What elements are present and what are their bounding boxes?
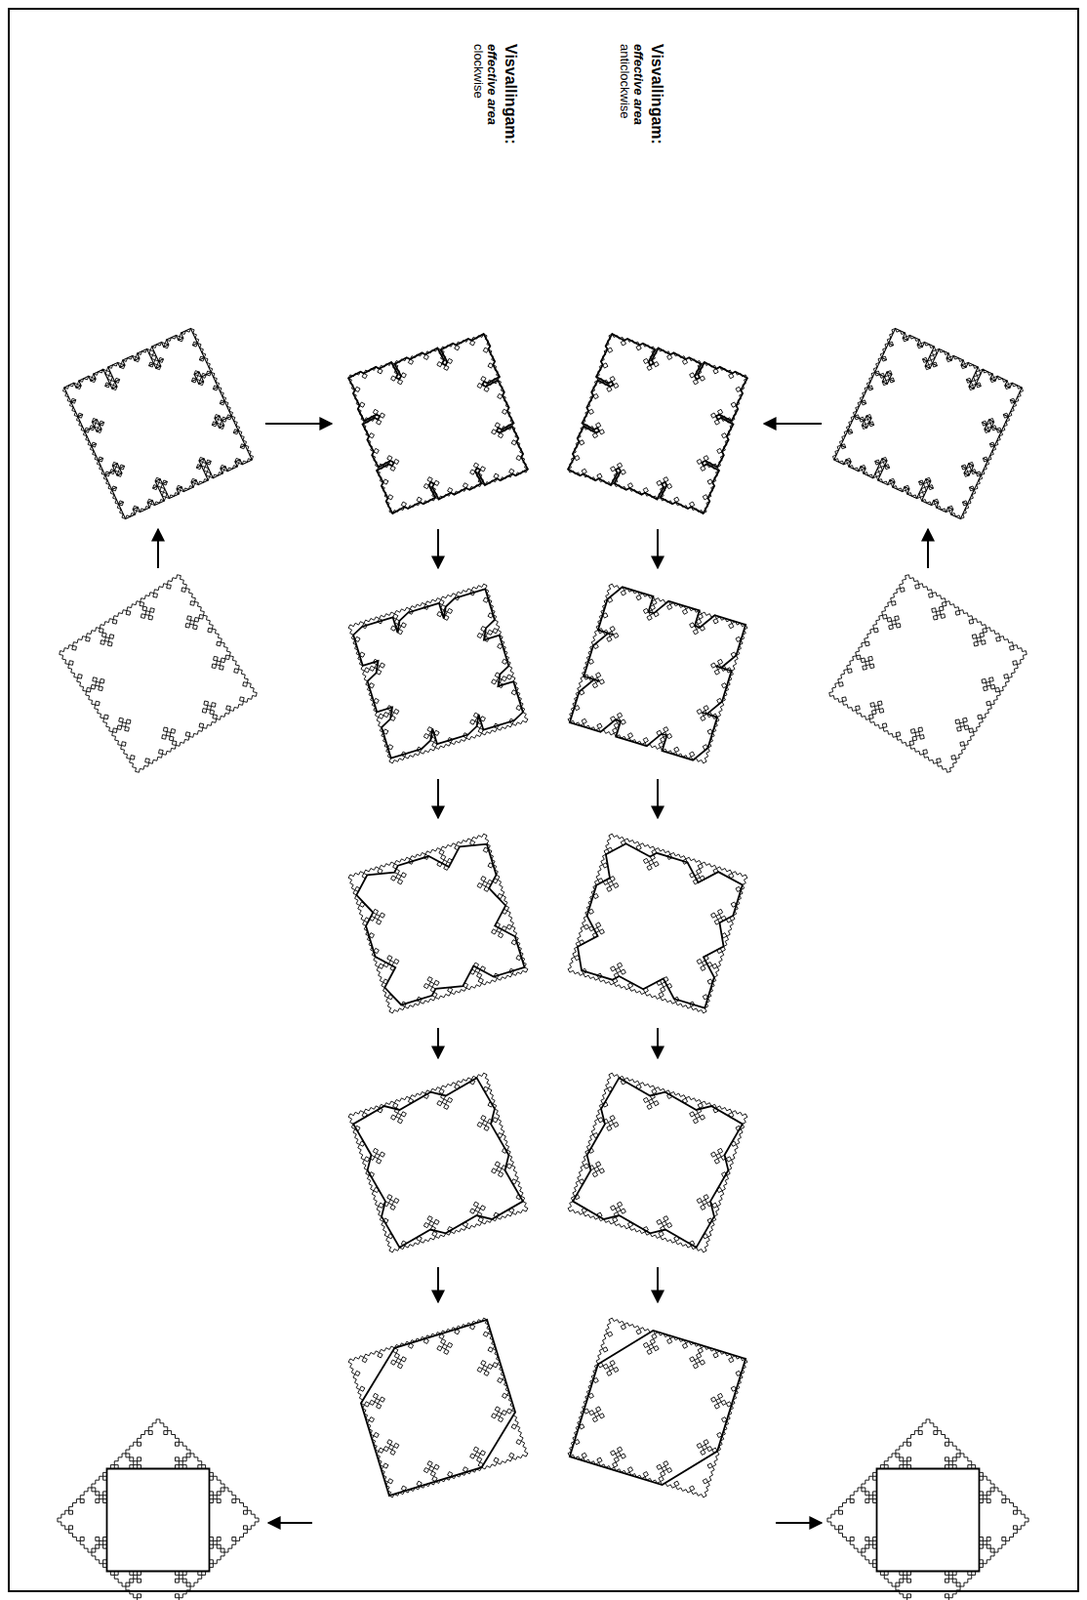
label-holder: Visvallingam: [418,43,520,145]
fractal-outline [62,327,253,519]
fractal-outline [348,1317,528,1497]
simplified-outline [577,843,743,1007]
method-direction: clockwise [471,43,486,99]
fractal-outline [348,583,528,764]
fractal-outline [567,833,748,1013]
simplified-outline [353,1077,524,1248]
simplified-outline [348,333,528,514]
simplified-outline [64,327,252,519]
method-measure: effective area [631,43,646,125]
fractal-outline [348,333,528,514]
step-arrow [656,1027,659,1058]
step-arrow [656,528,659,568]
simplified-outline [567,333,748,514]
fractal-outline [348,1072,528,1252]
step-arrow [265,422,332,425]
fractal-outline [59,574,257,772]
fractal-outline [567,1317,748,1497]
simplified-outline [834,327,1022,519]
fractal-outline [567,333,748,514]
label-holder: Visvallingam: [564,43,666,145]
step-arrow [157,528,160,568]
simplified-outline [356,844,524,1006]
step-arrow [926,528,929,568]
simplified-outline [569,1329,746,1485]
fractal-outline [827,1418,1029,1600]
label-holder: effective area [420,43,502,125]
simplified-outline [877,1468,980,1571]
fractal-outline [57,1418,259,1600]
step-arrow [775,1521,822,1524]
step-arrow [656,778,659,818]
step-arrow [656,1266,659,1302]
simplified-outline [569,586,746,760]
label-holder: clockwise [433,43,488,99]
method-measure: effective area [484,43,500,125]
label-holder: effective area [566,43,648,125]
fractal-outline [348,833,528,1013]
label-holder: anticlockwise [559,43,635,120]
simplified-outline [353,588,524,758]
simplified-outline [107,1468,210,1571]
fractal-outline [567,1072,748,1252]
fractal-outline [567,583,748,764]
frame-border [8,8,1079,1591]
simplified-outline [572,1077,743,1248]
fractal-outline [829,574,1027,772]
step-arrow [437,528,440,568]
method-title: Visvallingam: [648,43,666,145]
fractal-figures [57,327,1029,1600]
step-arrow [437,1027,440,1058]
step-arrow [437,778,440,818]
step-arrow [764,422,822,425]
method-direction: anticlockwise [617,43,633,120]
fractal-outline [832,327,1023,519]
sequence-arrows [158,423,928,1523]
simplified-outline [361,1319,516,1495]
step-arrow [437,1266,440,1302]
method-title: Visvallingam: [502,43,520,145]
step-arrow [268,1521,313,1524]
